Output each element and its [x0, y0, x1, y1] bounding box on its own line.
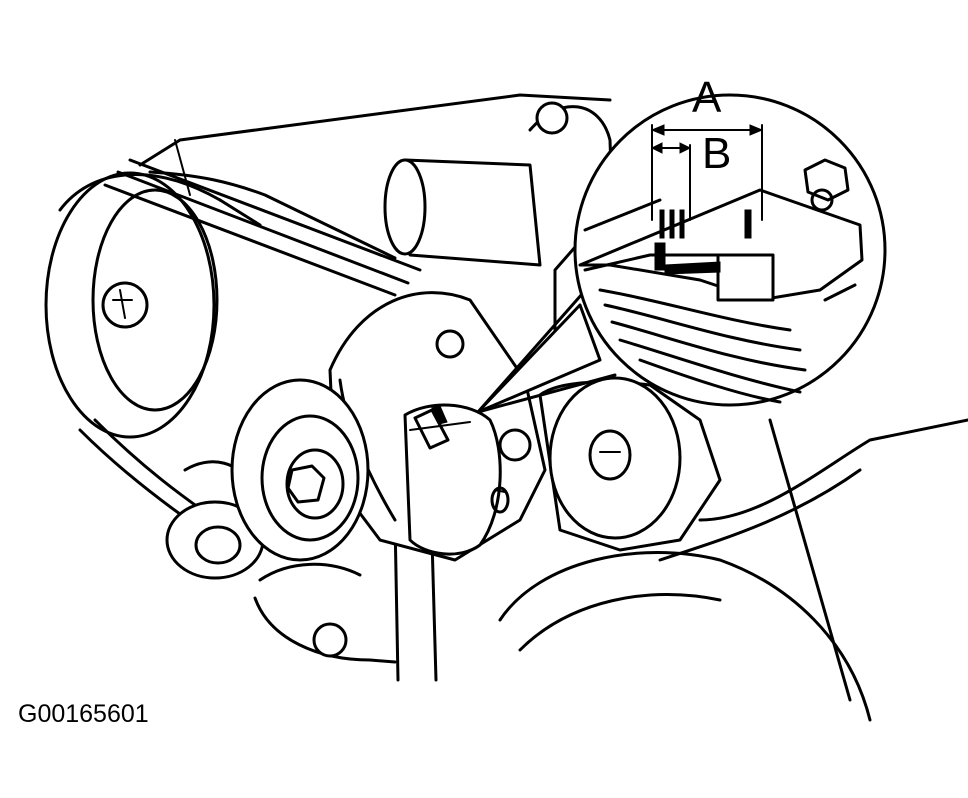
figure-id-label: G00165601	[18, 700, 149, 728]
idler-pulley-right	[538, 376, 722, 552]
dimension-markers: A B	[650, 73, 764, 221]
callout-label-a: A	[692, 73, 722, 122]
lower-housing	[258, 418, 968, 722]
tensioner-pulley	[230, 378, 370, 562]
tensioner-indicator	[403, 403, 510, 556]
callout-pointer	[476, 283, 617, 414]
coolant-outlet	[383, 101, 614, 267]
callout-label-b: B	[702, 129, 731, 178]
drive-belt	[78, 158, 422, 557]
